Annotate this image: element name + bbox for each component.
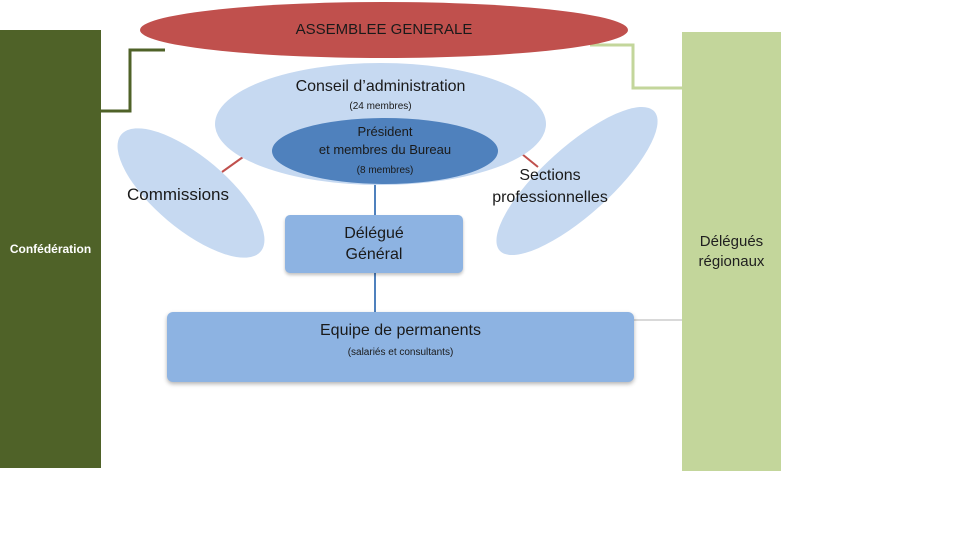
confederation-connector [101, 48, 165, 113]
president-bureau-members: (8 membres) [356, 165, 414, 176]
president-bureau-node: Président et membres du Bureau (8 membre… [272, 118, 498, 184]
commissions-connector [221, 156, 244, 173]
assemblee-generale-node: ASSEMBLEE GENERALE [140, 2, 628, 58]
delegue-general-node: Délégué Général [285, 215, 463, 273]
delegues-regionaux-bar: Délégués régionaux [682, 32, 781, 471]
confederation-label: Confédération [9, 242, 92, 256]
equipe-permanents-title: Equipe de permanents [320, 322, 481, 339]
confederation-bar: Confédération [0, 30, 101, 468]
equipe-permanents-subtitle: (salariés et consultants) [347, 347, 454, 358]
delegue-general-label: Délégué Général [344, 225, 404, 263]
delegues-regionaux-connector [590, 43, 682, 90]
conseil-administration-title: Conseil d’administration [295, 78, 466, 95]
equipe-permanents-node: Equipe de permanents (salariés et consul… [167, 312, 634, 382]
commissions-label: Commissions [127, 185, 230, 204]
sections-professionnelles-label: Sections professionnelles [492, 167, 608, 206]
assemblee-generale-label: ASSEMBLEE GENERALE [295, 20, 473, 38]
conseil-administration-members: (24 membres) [349, 101, 412, 112]
delegues-regionaux-label: Délégués régionaux [698, 232, 765, 270]
president-bureau-title: Président et membres du Bureau [318, 124, 452, 157]
